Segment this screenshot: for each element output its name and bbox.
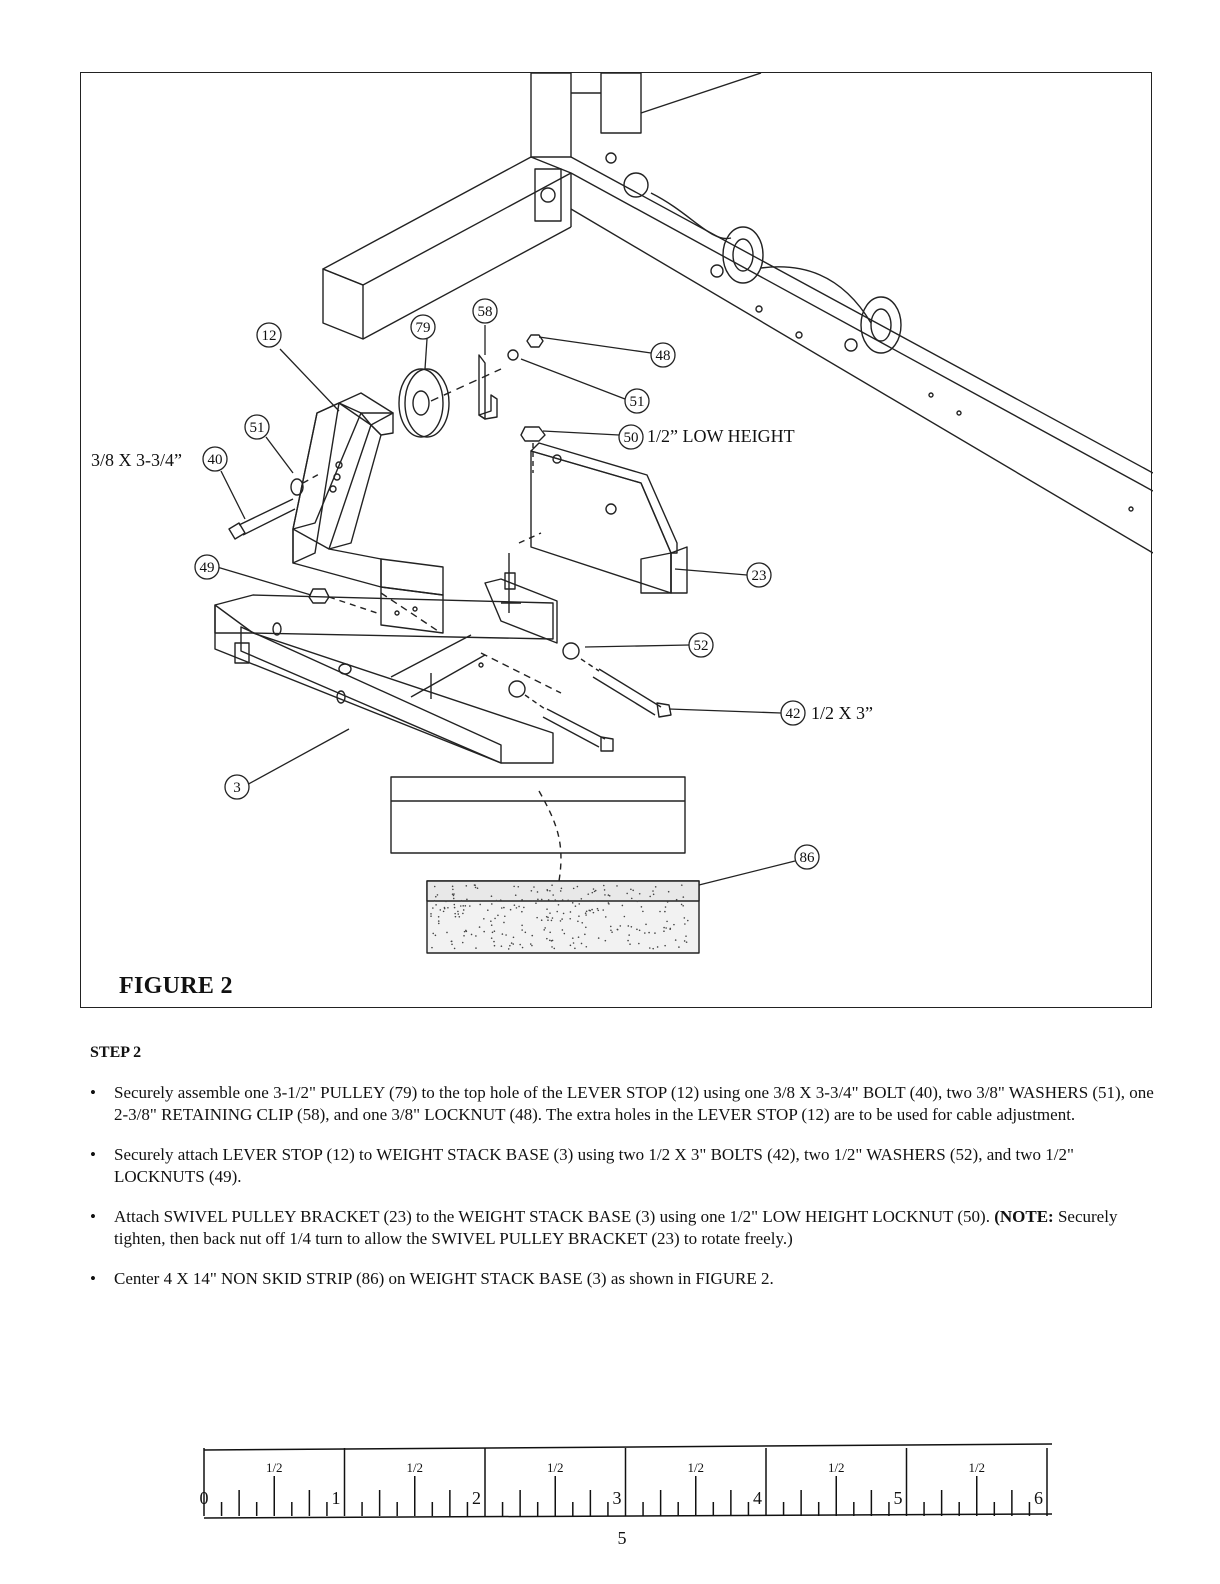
- callout-circle-3: [224, 774, 250, 800]
- figure-title: FIGURE 2: [119, 973, 233, 999]
- label-bolt-40: 3/8 X 3-3/4”: [91, 450, 182, 470]
- ruler-half-label: 1/2: [547, 1460, 564, 1475]
- ruler-bottom-edge: [203, 1513, 1053, 1519]
- callout-circle-51a: [624, 388, 650, 414]
- callout-23: 23: [752, 568, 767, 584]
- instruction-text: Center 4 X 14" NON SKID STRIP (86) on WE…: [114, 1269, 774, 1288]
- callout-42: 42: [786, 706, 801, 722]
- ruler-half-label: 1/2: [406, 1460, 423, 1475]
- callout-51a: 51: [630, 394, 645, 410]
- pulley-part: [398, 368, 502, 438]
- ruler-number: 0: [200, 1488, 209, 1508]
- instruction-text: Attach SWIVEL PULLEY BRACKET (23) to the…: [114, 1207, 995, 1226]
- ruler-number: 6: [1034, 1488, 1043, 1508]
- callout-circle-23: [746, 562, 772, 588]
- note-label: (NOTE:: [994, 1207, 1054, 1226]
- ruler-footer-mark: 5: [618, 1528, 627, 1548]
- instruction-list: • Securely assemble one 3-1/2" PULLEY (7…: [90, 1082, 1160, 1308]
- callout-circle-86: [794, 844, 820, 870]
- callout-circle-58: [472, 298, 498, 324]
- instruction-item: • Attach SWIVEL PULLEY BRACKET (23) to t…: [90, 1206, 1160, 1250]
- instruction-text: Securely assemble one 3-1/2" PULLEY (79)…: [114, 1083, 1154, 1124]
- label-nut-50: 1/2” LOW HEIGHT: [647, 426, 795, 446]
- ruler-number: 4: [753, 1488, 762, 1508]
- instruction-text: Securely tighten, then back nut off 1/4 …: [114, 1207, 1118, 1248]
- instruction-item: • Center 4 X 14" NON SKID STRIP (86) on …: [90, 1268, 1160, 1290]
- retaining-clip-part: [478, 354, 498, 420]
- ruler-half-label: 1/2: [968, 1460, 985, 1475]
- callout-circles: [194, 298, 820, 870]
- side-rail: [570, 152, 1153, 554]
- step-heading: STEP 2: [90, 1044, 142, 1061]
- bullet: •: [90, 1207, 96, 1226]
- weight-stack-base-part: [214, 532, 562, 764]
- instruction-item: • Securely assemble one 3-1/2" PULLEY (7…: [90, 1082, 1160, 1126]
- callout-50: 50: [624, 430, 639, 446]
- ruler-number: 5: [894, 1488, 903, 1508]
- callout-58: 58: [478, 304, 493, 320]
- callout-circle-52: [688, 632, 714, 658]
- callout-circle-12: [256, 322, 282, 348]
- callout-12: 12: [262, 328, 277, 344]
- callout-49: 49: [200, 560, 215, 576]
- callout-51b: 51: [250, 420, 265, 436]
- ruler-ticks: [203, 1448, 1048, 1516]
- bullet: •: [90, 1145, 96, 1164]
- instruction-item: • Securely attach LEVER STOP (12) to WEI…: [90, 1144, 1160, 1188]
- callout-circle-40: [202, 446, 228, 472]
- exploded-assembly-diagram: 12 79 58 48 51 50 51 40 49 23 52 42 3 86…: [91, 73, 1153, 954]
- bolts-42-part: [508, 642, 672, 752]
- callout-circle-79: [410, 314, 436, 340]
- callout-86: 86: [800, 850, 816, 866]
- non-skid-texture: [430, 884, 689, 950]
- callout-48: 48: [656, 348, 671, 364]
- ruler-half-label: 1/2: [266, 1460, 283, 1475]
- callout-circle-48: [650, 342, 676, 368]
- callout-circle-42: [780, 700, 806, 726]
- label-bolt-42: 1/2 X 3”: [811, 703, 873, 723]
- ruler-top-edge: [203, 1443, 1053, 1451]
- instruction-text: Securely attach LEVER STOP (12) to WEIGH…: [114, 1145, 1074, 1186]
- callout-79: 79: [416, 320, 431, 336]
- bolt-40-part: [228, 472, 322, 540]
- ruler-number: 2: [472, 1488, 481, 1508]
- ruler-half-label: 1/2: [828, 1460, 845, 1475]
- ruler-half-label: 1/2: [687, 1460, 704, 1475]
- callout-circle-50: [618, 424, 644, 450]
- rear-cross-tube: [322, 156, 572, 340]
- figure-frame: 12 79 58 48 51 50 51 40 49 23 52 42 3 86…: [80, 72, 1153, 1008]
- inch-ruler: 0 1/2 1 1/2 2 1/2 3 1/2 4 1/2 5 1/2 6 5: [200, 1443, 1053, 1548]
- non-skid-strip-part: [426, 880, 700, 954]
- upright-frame: [530, 73, 762, 158]
- callout-3: 3: [233, 780, 241, 796]
- ruler-number: 3: [613, 1488, 622, 1508]
- callout-circle-51b: [244, 414, 270, 440]
- callout-circle-49: [194, 554, 220, 580]
- base-front-panel: [390, 776, 686, 882]
- bullet: •: [90, 1269, 96, 1288]
- swivel-pulley-bracket-part: [530, 442, 688, 594]
- lever-stop-part: [292, 392, 444, 634]
- ruler-number: 1: [332, 1488, 341, 1508]
- callout-52: 52: [694, 638, 709, 654]
- bullet: •: [90, 1083, 96, 1102]
- callout-40: 40: [208, 452, 223, 468]
- leader-lines: [216, 325, 796, 886]
